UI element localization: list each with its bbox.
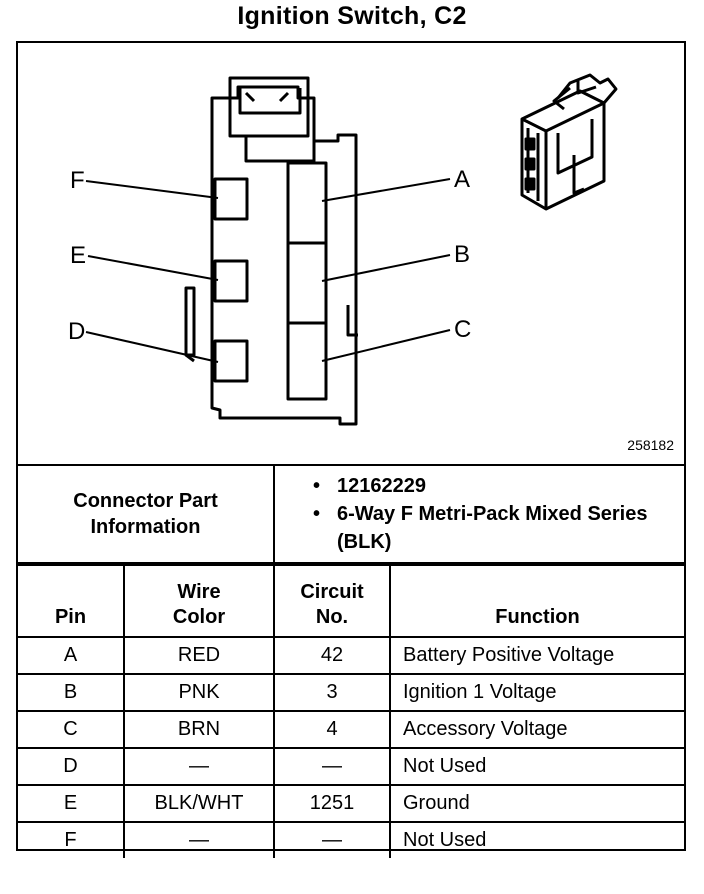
table-row: C BRN 4 Accessory Voltage [18,710,684,749]
pin-label-c: C [454,316,472,343]
pin-label-e: E [70,242,87,269]
header-function: Function [389,564,684,638]
pin-cell: B [18,673,125,712]
pinout-table: Pin Wire Color Circuit No. Function A RE… [18,564,684,858]
function-cell: Ignition 1 Voltage [389,673,684,712]
table-row: D — — Not Used [18,747,684,786]
circuit-cell: 1251 [273,784,391,823]
connector-info-details: 12162229 6-Way F Metri-Pack Mixed Series… [273,464,684,564]
header-wire-color: Wire Color [123,564,275,638]
connector-face-drawing [85,73,618,426]
function-cell: Accessory Voltage [389,710,684,749]
connector-description: 6-Way F Metri-Pack Mixed Series (BLK) [313,500,684,556]
connector-diagram: F E D A B C 258182 [18,43,684,464]
leader-c [321,329,451,362]
circuit-cell: 4 [273,710,391,749]
pin-cell: F [18,821,125,858]
page-title: Ignition Switch, C2 [237,2,467,30]
leader-a [321,178,451,202]
pin-label-f: F [70,167,85,194]
function-cell: Not Used [389,821,684,858]
wire-color-cell: BRN [123,710,275,749]
circuit-cell: 3 [273,673,391,712]
function-cell: Not Used [389,747,684,786]
table-row: B PNK 3 Ignition 1 Voltage [18,673,684,712]
pin-label-d: D [68,318,86,345]
pin-cell: D [18,747,125,786]
circuit-cell: — [273,747,391,786]
connector-iso-view [520,73,618,211]
pin-label-b: B [454,241,471,268]
part-number: 12162229 [313,472,684,500]
wire-color-cell: — [123,747,275,786]
table-row: F — — Not Used [18,821,684,858]
figure-number: 258182 [627,437,674,453]
pin-cell: E [18,784,125,823]
wire-color-cell: PNK [123,673,275,712]
leader-b [321,254,451,282]
connector-info-heading: Connector Part Information [18,464,275,564]
pinout-header-row: Pin Wire Color Circuit No. Function [18,564,684,638]
header-circuit: Circuit No. [273,564,391,638]
leader-d [85,331,219,363]
table-row: E BLK/WHT 1251 Ground [18,784,684,823]
circuit-cell: — [273,821,391,858]
pin-cell: A [18,636,125,675]
header-pin: Pin [18,564,125,638]
pin-cell: C [18,710,125,749]
table-row: A RED 42 Battery Positive Voltage [18,636,684,675]
wire-color-cell: — [123,821,275,858]
wire-color-cell: BLK/WHT [123,784,275,823]
function-cell: Battery Positive Voltage [389,636,684,675]
connector-frame: F E D A B C 258182 Connector Part Inform… [16,41,686,858]
leader-e [87,255,219,281]
circuit-cell: 42 [273,636,391,675]
pin-label-a: A [454,166,471,193]
connector-info-table: Connector Part Information 12162229 6-Wa… [18,464,684,564]
wire-color-cell: RED [123,636,275,675]
function-cell: Ground [389,784,684,823]
leader-f [85,180,219,199]
